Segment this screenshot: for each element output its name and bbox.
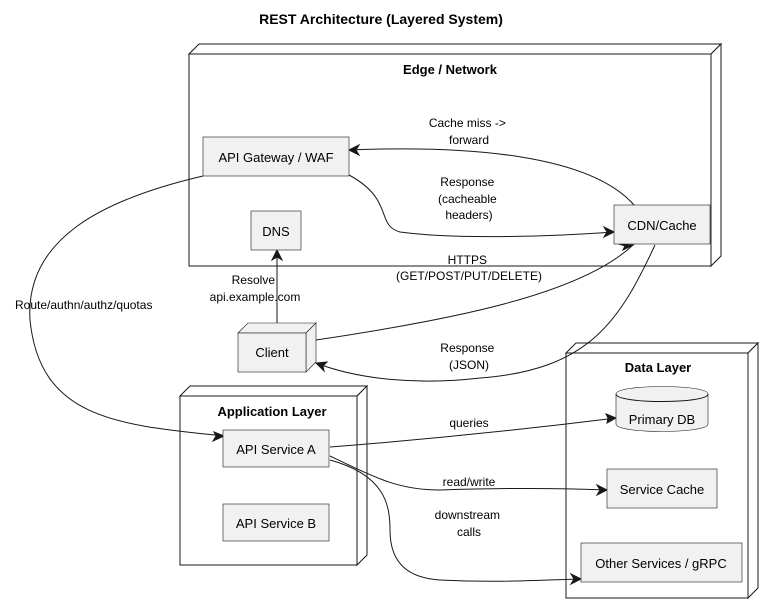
edge-route-arrowhead bbox=[211, 431, 226, 443]
edge-label-route: Route/authn/authz/quotas bbox=[15, 298, 152, 312]
node-other-services-label: Other Services / gRPC bbox=[595, 556, 727, 571]
edge-label-resolve: Resolve api.example.com bbox=[210, 273, 301, 304]
edge-label-read-write: read/write bbox=[443, 475, 496, 489]
cluster-edge-network-title: Edge / Network bbox=[403, 62, 498, 77]
edges bbox=[29, 143, 656, 586]
edge-label-response-json: Response (JSON) bbox=[440, 341, 497, 372]
edge-downstream bbox=[329, 459, 582, 582]
edge-queries bbox=[329, 417, 617, 448]
edge-read-write bbox=[329, 455, 608, 491]
diagram-title: REST Architecture (Layered System) bbox=[259, 11, 503, 27]
node-primary-db[interactable]: Primary DB bbox=[615, 386, 709, 432]
edge-label-downstream: downstream calls bbox=[435, 508, 504, 539]
edge-route bbox=[29, 175, 225, 437]
node-service-cache-label: Service Cache bbox=[620, 482, 705, 497]
edge-cache-miss bbox=[348, 148, 635, 206]
edge-resolve-arrowhead bbox=[270, 248, 284, 262]
node-cdn-cache-label: CDN/Cache bbox=[627, 218, 696, 233]
node-client-label: Client bbox=[255, 345, 289, 360]
node-api-service-b-label: API Service B bbox=[236, 516, 316, 531]
node-client[interactable]: Client bbox=[237, 322, 317, 373]
node-api-gateway[interactable]: API Gateway / WAF bbox=[202, 136, 350, 177]
edge-label-queries: queries bbox=[449, 416, 488, 430]
node-api-service-a[interactable]: API Service A bbox=[222, 429, 330, 468]
node-dns-label: DNS bbox=[262, 224, 290, 239]
node-service-cache[interactable]: Service Cache bbox=[606, 468, 718, 509]
node-api-service-a-label: API Service A bbox=[236, 442, 316, 457]
edge-response-cacheable bbox=[348, 174, 615, 238]
edge-labels: Cache miss -> forward Response (cacheabl… bbox=[15, 116, 542, 539]
edge-https bbox=[315, 244, 634, 341]
node-api-service-b[interactable]: API Service B bbox=[222, 503, 330, 542]
cluster-data-layer-title: Data Layer bbox=[625, 360, 691, 375]
node-other-services[interactable]: Other Services / gRPC bbox=[580, 542, 743, 583]
edge-queries-arrowhead bbox=[604, 413, 618, 424]
edge-label-response-cacheable: Response (cacheable headers) bbox=[438, 175, 500, 222]
edge-downstream-arrowhead bbox=[569, 572, 583, 586]
node-cdn-cache[interactable]: CDN/Cache bbox=[613, 204, 711, 245]
node-dns[interactable]: DNS bbox=[250, 210, 302, 251]
edge-read-write-arrowhead bbox=[595, 483, 609, 497]
edge-response-cacheable-arrowhead bbox=[602, 225, 616, 239]
edge-response-json-arrowhead bbox=[314, 361, 329, 373]
edge-label-https: HTTPS (GET/POST/PUT/DELETE) bbox=[396, 253, 542, 283]
edge-response-json bbox=[315, 244, 656, 382]
node-primary-db-label: Primary DB bbox=[629, 412, 695, 427]
edge-cache-miss-arrowhead bbox=[347, 143, 361, 157]
edge-label-cache-miss: Cache miss -> forward bbox=[429, 116, 509, 147]
cluster-application-layer-title: Application Layer bbox=[217, 404, 326, 419]
node-api-gateway-label: API Gateway / WAF bbox=[218, 150, 333, 165]
edge-https-arrowhead bbox=[618, 243, 635, 252]
